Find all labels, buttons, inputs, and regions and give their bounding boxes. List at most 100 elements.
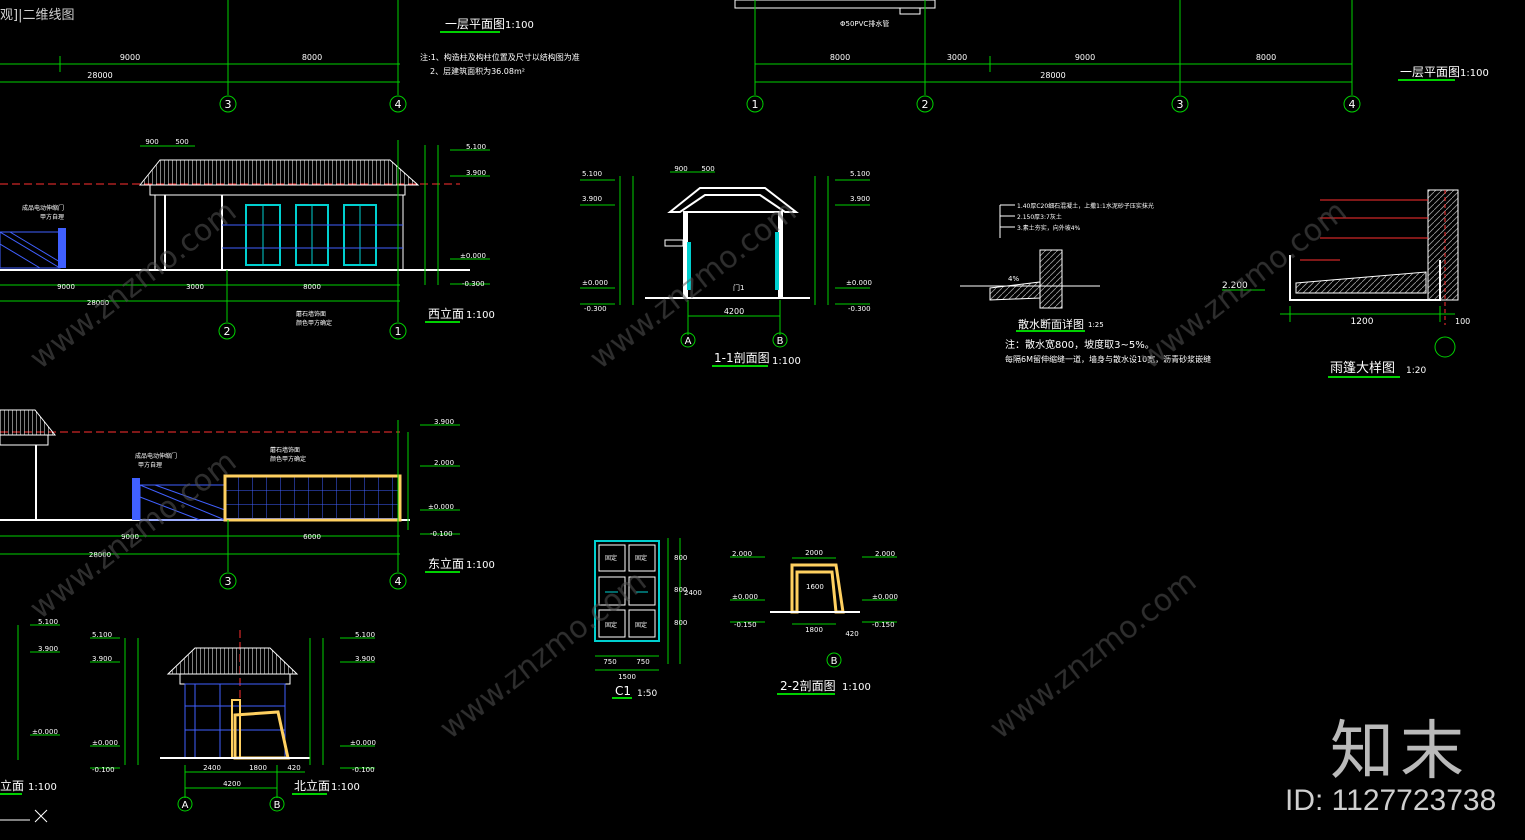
plan2-dim-total: 28000 bbox=[1040, 71, 1065, 80]
plan2-dim-3000: 3000 bbox=[947, 53, 967, 62]
axis-4: 4 bbox=[395, 98, 402, 111]
c1-scale: 1:50 bbox=[637, 689, 657, 699]
plan1-scale: 1:100 bbox=[505, 20, 534, 31]
c1-dim-750a: 750 bbox=[603, 658, 616, 666]
east-level-3900: 3.900 bbox=[434, 418, 454, 426]
plan1-dim-total: 28000 bbox=[87, 71, 112, 80]
c1-window-drawing: 固定 固定 固定 固定 750 750 1500 800 800 800 240… bbox=[594, 538, 702, 699]
apron-note: 注：散水宽800，坡度取3~5%。 bbox=[1005, 338, 1155, 351]
apron-layer-1: 1.40厚C20细石混凝土，上撒1:1水泥砂子压实抹光 bbox=[1017, 202, 1154, 210]
north-level-m100-right: -0.100 bbox=[352, 766, 375, 774]
s22-level-0-left: ±0.000 bbox=[732, 593, 758, 601]
north-level-0-right: ±0.000 bbox=[350, 739, 376, 747]
west-level-m300: -0.300 bbox=[462, 280, 485, 288]
pvc-note: Φ50PVC排水管 bbox=[840, 19, 889, 28]
c1-dim-total: 1500 bbox=[618, 673, 636, 681]
c1-dim-800b: 800 bbox=[674, 586, 687, 594]
section-2-2-drawing: 1600 2000 1800 420 B 2.000 ±0.000 -0.150… bbox=[730, 549, 898, 695]
west-dim-total: 28000 bbox=[87, 299, 109, 307]
west-dim-8000: 8000 bbox=[303, 283, 321, 291]
section11-title: 1-1剖面图 bbox=[714, 351, 770, 365]
c1-dim-2400: 2400 bbox=[684, 589, 702, 597]
watermark-id: ID: 1127723738 bbox=[1285, 784, 1497, 817]
canopy-level-2200: 2.200 bbox=[1222, 281, 1248, 291]
section22-scale: 1:100 bbox=[842, 682, 871, 693]
plan2-scale: 1:100 bbox=[1460, 68, 1489, 79]
plan2-dim-8000a: 8000 bbox=[830, 53, 850, 62]
west-wall-label: 蘑石墙饰面 bbox=[296, 310, 326, 318]
east-level-0: ±0.000 bbox=[428, 503, 454, 511]
canopy-detail-drawing: 1200 100 2.200 雨篷大样图 1:20 bbox=[1222, 189, 1470, 378]
north-level-3900-right: 3.900 bbox=[355, 655, 375, 663]
axis-3: 3 bbox=[225, 98, 232, 111]
plan1-note-2: 2、层建筑面积为36.08m² bbox=[430, 66, 525, 76]
s11-level-m300-right: -0.300 bbox=[848, 305, 871, 313]
east-wall-label2: 颜色甲方确定 bbox=[270, 455, 306, 463]
axis-B: B bbox=[777, 336, 784, 347]
east-elevation-drawing: 成品电动伸缩门 甲方自理 蘑石墙饰面 颜色甲方确定 3 4 9000 6000 … bbox=[0, 409, 495, 590]
axis-1: 1 bbox=[395, 325, 402, 338]
north-dim-1800: 1800 bbox=[249, 764, 267, 772]
axis-3: 3 bbox=[1177, 98, 1184, 111]
s22-level-m150-right: -0.150 bbox=[872, 621, 895, 629]
axis-A: A bbox=[685, 336, 692, 347]
viewport-label[interactable]: 观]|二维线图 bbox=[0, 8, 75, 23]
c1-dim-750b: 750 bbox=[636, 658, 649, 666]
axis-2: 2 bbox=[922, 98, 929, 111]
section22-title: 2-2剖面图 bbox=[780, 679, 836, 693]
axis-4: 4 bbox=[395, 575, 402, 588]
c1-dim-800c: 800 bbox=[674, 619, 687, 627]
apron-layer-3: 3.素土夯实，向外坡4% bbox=[1017, 224, 1081, 232]
north-level-5100-left: 5.100 bbox=[92, 631, 112, 639]
s11-dim-500: 500 bbox=[701, 165, 714, 173]
section11-scale: 1:100 bbox=[772, 356, 801, 367]
plan2-title: 一层平面图 bbox=[1400, 65, 1460, 79]
plan2-dim-9000: 9000 bbox=[1075, 53, 1095, 62]
plan2-dim-8000b: 8000 bbox=[1256, 53, 1276, 62]
c1-fixed-3: 固定 bbox=[605, 621, 617, 629]
c1-title: C1 bbox=[615, 684, 631, 698]
c1-fixed-2: 固定 bbox=[635, 554, 647, 562]
s22-dim-inner: 1600 bbox=[806, 583, 824, 591]
canopy-dim-100: 100 bbox=[1455, 317, 1470, 326]
east-dim-6000: 6000 bbox=[303, 533, 321, 541]
west-gate-label: 成品电动伸缩门 bbox=[22, 204, 64, 212]
west-elevation-drawing: 成品电动伸缩门 甲方自理 蘑石墙饰面 颜色甲方确定 2 1 9000 3000 … bbox=[0, 138, 495, 340]
s11-level-3900-right: 3.900 bbox=[850, 195, 870, 203]
s22-dim-2000-top: 2000 bbox=[805, 549, 823, 557]
s22-dim-1800: 1800 bbox=[805, 626, 823, 634]
north-level-0-left: ±0.000 bbox=[92, 739, 118, 747]
canopy-title: 雨篷大样图 bbox=[1330, 361, 1395, 376]
s22-level-0-right: ±0.000 bbox=[872, 593, 898, 601]
s11-level-5100-right: 5.100 bbox=[850, 170, 870, 178]
north-level-3900-left: 3.900 bbox=[92, 655, 112, 663]
canopy-dim-1200: 1200 bbox=[1351, 317, 1374, 327]
watermark-site-4: www.znzmo.com bbox=[23, 444, 243, 626]
north-dim-2400: 2400 bbox=[203, 764, 221, 772]
west-level-0: ±0.000 bbox=[460, 252, 486, 260]
south-scale: 1:100 bbox=[28, 782, 57, 793]
watermark-site-2: www.znzmo.com bbox=[583, 194, 803, 376]
s11-dim-4200: 4200 bbox=[724, 307, 744, 316]
plan1-note-1: 注:1、构造柱及构柱位置及尺寸以结构图为准 bbox=[420, 52, 580, 62]
s22-level-2000-right: 2.000 bbox=[875, 550, 895, 558]
south-level-3900: 3.900 bbox=[38, 645, 58, 653]
east-scale: 1:100 bbox=[466, 560, 495, 571]
axis-3: 3 bbox=[225, 575, 232, 588]
south-title: 立面 bbox=[0, 778, 24, 793]
c1-fixed-4: 固定 bbox=[635, 621, 647, 629]
axis-2: 2 bbox=[224, 325, 231, 338]
s11-door-label: 门1 bbox=[733, 283, 744, 292]
apron-note-2: 每隔6M留伸缩缝一道，墙身与散水设10宽，沥青砂浆嵌缝 bbox=[1005, 354, 1211, 364]
east-wall-label: 蘑石墙饰面 bbox=[270, 446, 300, 454]
apron-layer-2: 2.150厚3:7灰土 bbox=[1017, 213, 1062, 221]
watermark-site-6: www.znzmo.com bbox=[983, 564, 1203, 746]
watermark-site-5: www.znzmo.com bbox=[433, 564, 653, 746]
apron-title: 散水断面详图 bbox=[1018, 317, 1084, 331]
canopy-scale: 1:20 bbox=[1406, 366, 1426, 376]
south-level-5100: 5.100 bbox=[38, 618, 58, 626]
west-dim-900: 900 bbox=[145, 138, 158, 146]
north-dim-420: 420 bbox=[287, 764, 300, 772]
s11-dim-900: 900 bbox=[674, 165, 687, 173]
